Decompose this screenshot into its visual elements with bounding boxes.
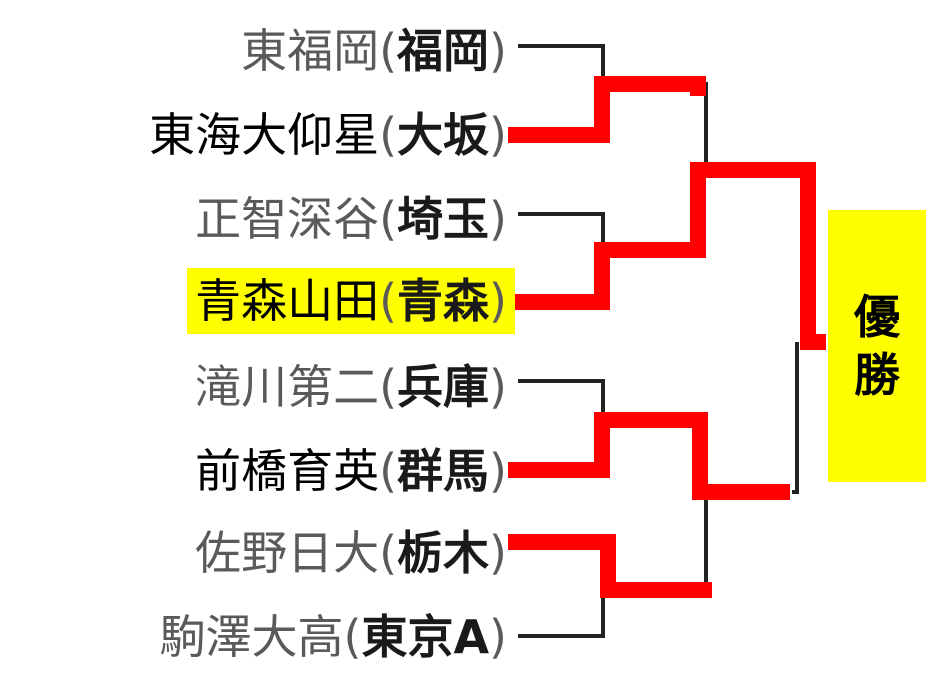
team-prefecture: 大坂 — [397, 108, 490, 162]
team-seichi-fukaya: 正智深谷(埼玉) — [195, 186, 507, 252]
win-path-maebashi — [508, 412, 790, 500]
r1-match4-lose-line — [518, 590, 605, 638]
r2-top-lose-line — [700, 82, 708, 168]
team-prefecture: 埼玉 — [397, 192, 490, 246]
team-komazawa-daiko: 駒澤大高(東京A) — [159, 604, 507, 670]
champion-label-1: 優 — [854, 290, 900, 344]
r1-match2-lose-line — [518, 212, 605, 252]
team-name: 東福岡 — [241, 24, 380, 78]
team-name: 東海大仰星 — [149, 108, 380, 162]
team-prefecture: 青森 — [397, 274, 490, 328]
team-prefecture: 東京A — [361, 610, 490, 664]
team-prefecture: 福岡 — [397, 24, 490, 78]
team-takigawa-daini: 滝川第二(兵庫) — [195, 354, 507, 420]
team-tokai-gyosei: 東海大仰星(大坂) — [149, 102, 507, 168]
team-name: 青森山田 — [195, 274, 380, 328]
r1-match3-lose-line — [518, 379, 605, 420]
team-prefecture: 栃木 — [397, 526, 490, 580]
champion-label-2: 勝 — [854, 348, 900, 402]
team-sano-nichidai: 佐野日大(栃木) — [195, 520, 507, 586]
win-path-tokai — [508, 76, 706, 143]
team-name: 前橋育英 — [195, 444, 380, 498]
team-name: 滝川第二 — [195, 360, 380, 414]
team-prefecture: 群馬 — [397, 444, 490, 498]
team-aomori-yamada: 青森山田(青森) — [187, 268, 515, 334]
win-path-sano — [508, 534, 712, 598]
team-maebashi-ikuei: 前橋育英(群馬) — [195, 438, 507, 504]
win-path-aomori — [508, 162, 826, 350]
r3-lose-line — [792, 342, 799, 494]
team-higashi-fukuoka: 東福岡(福岡) — [241, 18, 507, 84]
team-name: 正智深谷 — [195, 192, 380, 246]
team-name: 佐野日大 — [195, 526, 380, 580]
team-prefecture: 兵庫 — [397, 360, 490, 414]
champion-box: 優 勝 — [828, 210, 926, 482]
r1-match1-lose-line — [518, 44, 605, 82]
team-name: 駒澤大高 — [159, 610, 344, 664]
